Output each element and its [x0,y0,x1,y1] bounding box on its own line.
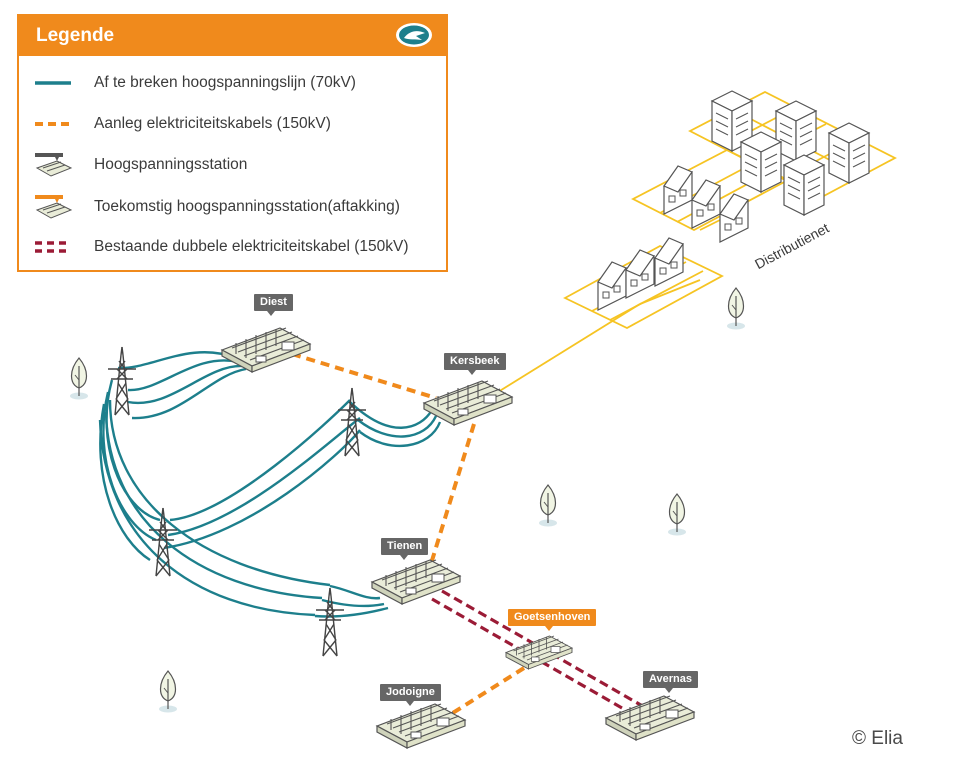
trees [69,287,746,714]
station-label-tienen: Tienen [381,538,429,555]
substation-goetsenhoven [505,635,573,670]
substation-icon [35,153,73,177]
legend-item-maroon-double: Bestaande dubbele elektriciteitskabel (1… [19,232,446,262]
label-pointer [545,626,553,631]
legend-item-orange-dashed: Aanleg elektriciteitskabels (150kV) [19,109,446,139]
legend-item-substation: Hoogspanningsstation [19,150,446,180]
substation-jodoigne [376,703,466,749]
legend-item-future-substation: Toekomstig hoogspanningsstation(aftakkin… [19,192,446,222]
label-pointer [665,688,673,693]
overhead-lines-70kv [98,351,442,618]
legend-header: Legende [19,16,446,56]
houses [597,165,749,311]
substation-kersbeek [423,380,513,426]
legend-title: Legende [36,25,115,46]
elia-logo-icon [396,23,432,47]
orange-dashed-line-icon [35,122,71,126]
legend-label: Bestaande dubbele elektriciteitskabel (1… [94,238,409,255]
station-label-diest: Diest [254,294,293,311]
substation-tienen [371,559,461,605]
future-substation-icon [35,195,73,219]
legend-label: Toekomstig hoogspanningsstation(aftakkin… [94,198,400,215]
legend-panel: Legende Af te breken hoogspanningslijn (… [17,14,448,272]
legend-label: Af te breken hoogspanningslijn (70kV) [94,74,356,91]
teal-line-icon [35,81,71,85]
new-cables-150kv [291,352,526,718]
maroon-double-dashed-icon [35,241,71,253]
station-label-avernas: Avernas [643,671,699,688]
legend-label: Hoogspanningsstation [94,156,248,173]
station-label-kersbeek: Kersbeek [444,353,506,370]
label-pointer [406,701,414,706]
substation-avernas [605,695,695,741]
label-pointer [468,370,476,375]
copyright-text: © Elia [852,728,903,749]
label-pointer [400,555,408,560]
label-pointer [267,311,275,316]
legend-label: Aanleg elektriciteitskabels (150kV) [94,115,331,132]
legend-item-teal-line: Af te breken hoogspanningslijn (70kV) [19,68,446,98]
station-label-goetsenhoven: Goetsenhoven [508,609,597,626]
station-label-jodoigne: Jodoigne [380,684,441,701]
